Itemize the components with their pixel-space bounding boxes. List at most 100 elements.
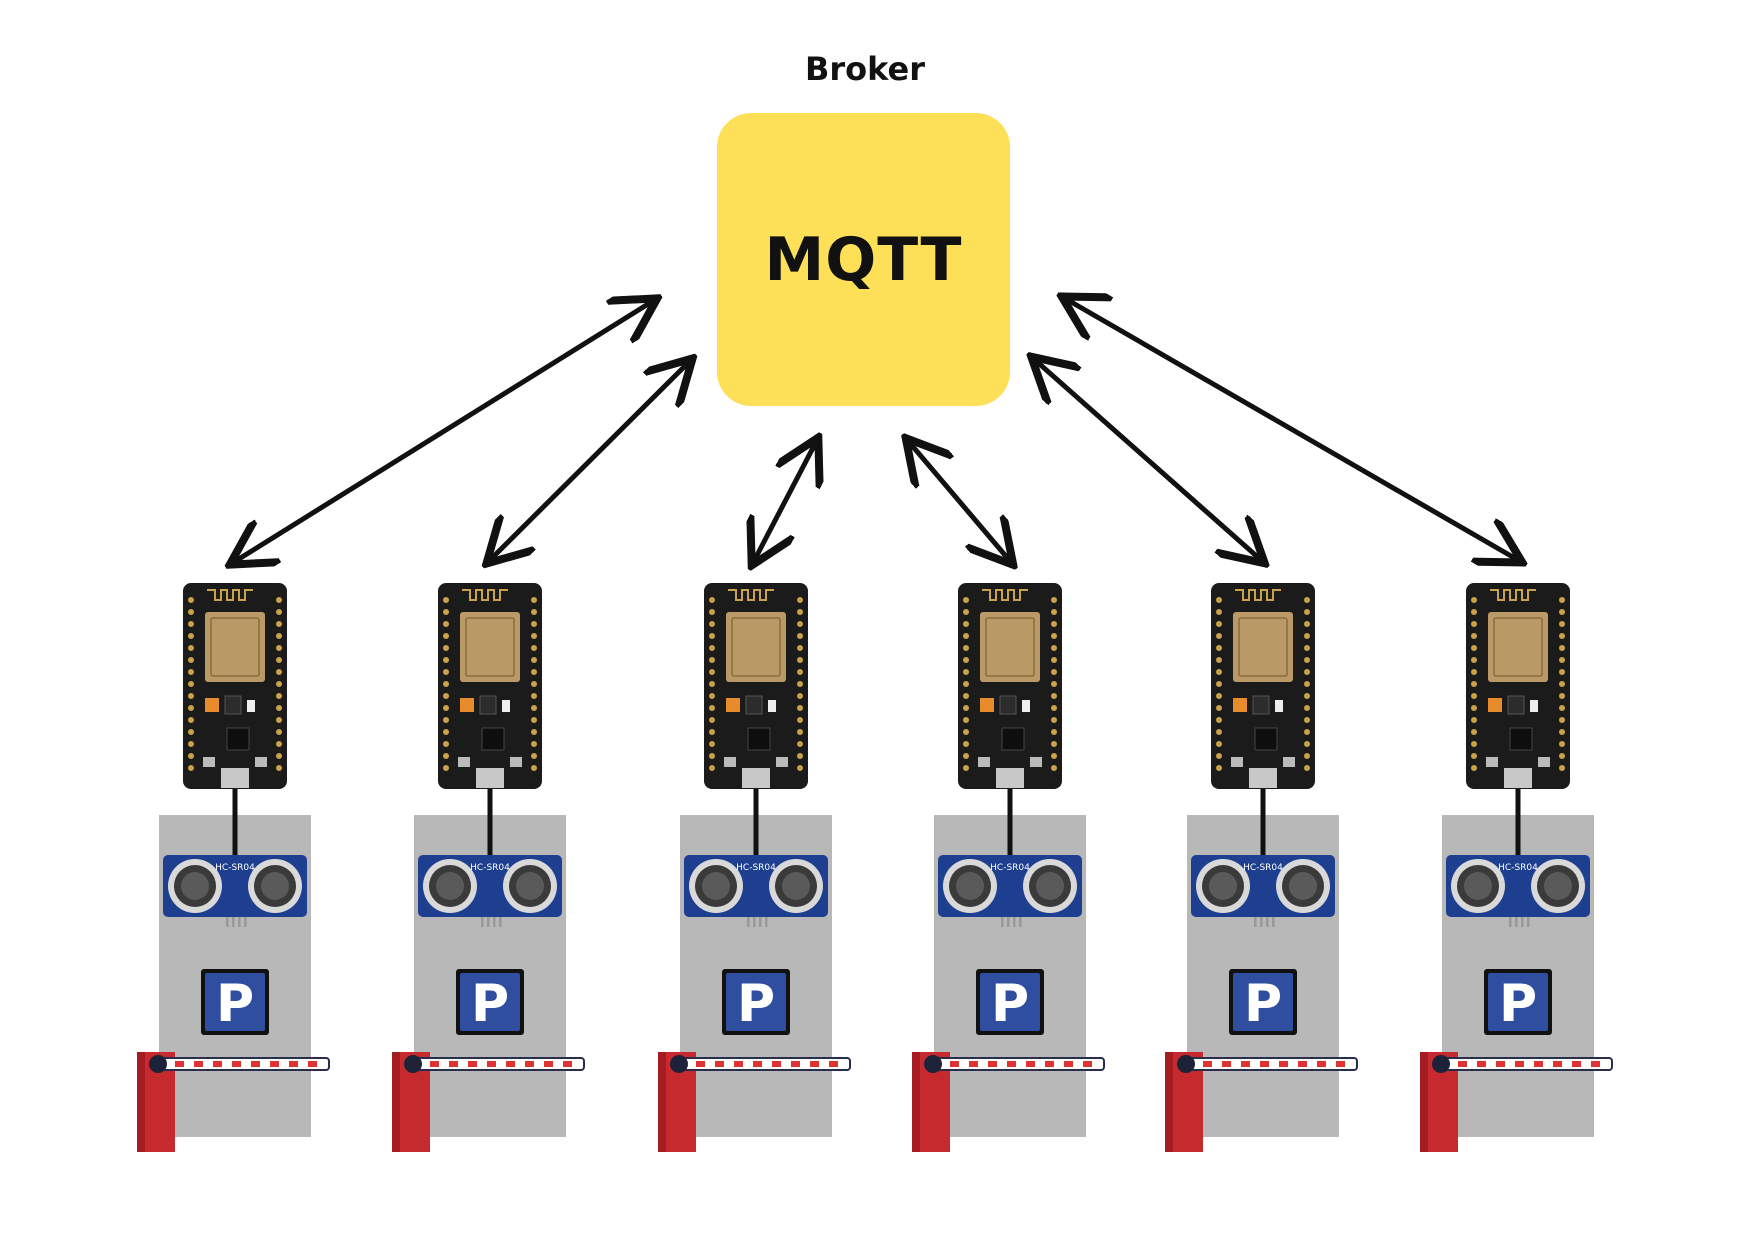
wifi-antenna <box>982 589 1028 601</box>
pin-left <box>709 657 715 663</box>
sensor-model-label: HC-SR04 <box>215 863 255 873</box>
esp-shield <box>205 612 265 682</box>
pin-right <box>1304 657 1310 663</box>
esp-shield-outline <box>731 617 781 677</box>
esp-shield-outline <box>985 617 1035 677</box>
pin-right <box>276 609 282 615</box>
pin-right <box>276 633 282 639</box>
reset-button <box>203 757 215 767</box>
bidirectional-arrow-3 <box>754 442 816 561</box>
esp-shield-outline <box>210 617 260 677</box>
pin-left <box>709 645 715 651</box>
pin-right <box>1304 741 1310 747</box>
pin-right <box>797 693 803 699</box>
pin-right <box>797 765 803 771</box>
pin-right <box>276 753 282 759</box>
reset-button <box>1486 757 1498 767</box>
pin-right <box>531 645 537 651</box>
pin-left <box>188 609 194 615</box>
pin-right <box>1559 681 1565 687</box>
capacitor <box>726 698 740 712</box>
pin-right <box>276 669 282 675</box>
usb-port <box>742 768 770 788</box>
barrier-stripe <box>449 1061 458 1067</box>
capacitor <box>1488 698 1502 712</box>
reset-button <box>978 757 990 767</box>
sign-letter: P <box>471 974 509 1034</box>
pin-right <box>1304 645 1310 651</box>
parking-sign-icon: P <box>1229 969 1297 1035</box>
pin-left <box>443 729 449 735</box>
pin-left <box>443 645 449 651</box>
pin-right <box>1304 729 1310 735</box>
capacitor <box>980 698 994 712</box>
sensor-pin <box>487 917 490 927</box>
barrier-stripe <box>1591 1061 1600 1067</box>
esp-shield-outline <box>1493 617 1543 677</box>
broker-label: Broker <box>804 50 926 88</box>
pin-left <box>188 741 194 747</box>
sign-face <box>205 973 265 1031</box>
pin-left <box>1471 633 1477 639</box>
barrier-stripe <box>175 1061 184 1067</box>
pin-right <box>1559 633 1565 639</box>
pin-left <box>1216 753 1222 759</box>
ultrasonic-sensor-icon: HC-SR04 <box>1446 855 1590 927</box>
pin-left <box>709 765 715 771</box>
led <box>247 700 255 712</box>
led <box>1275 700 1283 712</box>
usb-chip <box>1001 727 1025 751</box>
pin-left <box>188 657 194 663</box>
esp-shield <box>1233 612 1293 682</box>
sensor-pin <box>1007 917 1010 927</box>
pin-right <box>1559 765 1565 771</box>
pin-right <box>797 645 803 651</box>
sensor-pin <box>1509 917 1512 927</box>
barrier-body-shade <box>392 1052 400 1152</box>
barrier-stripe <box>1477 1061 1486 1067</box>
pin-right <box>276 765 282 771</box>
barrier-body-shade <box>137 1052 145 1152</box>
pin-right <box>1051 765 1057 771</box>
pin-left <box>1216 669 1222 675</box>
barrier-stripe <box>525 1061 534 1067</box>
parking-barrier-icon <box>392 1052 585 1152</box>
pin-right <box>276 681 282 687</box>
pin-left <box>188 669 194 675</box>
sensor-pin <box>1019 917 1022 927</box>
pin-left <box>188 729 194 735</box>
pin-right <box>1051 681 1057 687</box>
pin-right <box>1559 753 1565 759</box>
pin-left <box>188 717 194 723</box>
pin-right <box>1559 645 1565 651</box>
usb-chip <box>747 727 771 751</box>
esp8266-nodemcu-icon <box>438 583 542 789</box>
barrier-stripe <box>213 1061 222 1067</box>
pin-left <box>1471 765 1477 771</box>
sensor-pin <box>1515 917 1518 927</box>
pin-left <box>443 621 449 627</box>
pin-right <box>1559 609 1565 615</box>
usb-port <box>1504 768 1532 788</box>
barrier-stripe <box>563 1061 572 1067</box>
pin-right <box>531 717 537 723</box>
pin-right <box>1559 621 1565 627</box>
flash-button <box>255 757 267 767</box>
pin-right <box>531 729 537 735</box>
sensor-pin <box>1001 917 1004 927</box>
barrier-stripe <box>772 1061 781 1067</box>
pin-right <box>1559 741 1565 747</box>
barrier-hinge <box>149 1055 167 1073</box>
usb-chip <box>1509 727 1533 751</box>
sensor-model-label: HC-SR04 <box>470 863 510 873</box>
pin-left <box>1216 681 1222 687</box>
transducer-core <box>261 872 289 900</box>
parking-sign-icon: P <box>201 969 269 1035</box>
reset-button <box>458 757 470 767</box>
sensor-pin <box>1260 917 1263 927</box>
sign-face <box>980 973 1040 1031</box>
mqtt-broker-box: MQTT <box>717 113 1010 406</box>
pin-right <box>531 753 537 759</box>
